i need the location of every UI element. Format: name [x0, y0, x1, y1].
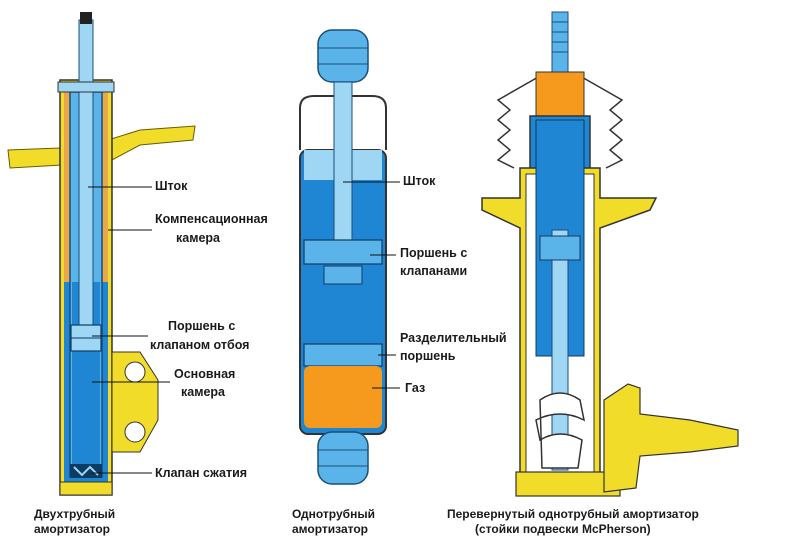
mono-piston-label-1: Поршень с: [400, 246, 468, 260]
top-mount: [535, 71, 585, 117]
bottom-bushing: [317, 431, 369, 485]
spring-seat: [7, 147, 63, 169]
twin-rebound-piston-label-2: клапаном отбоя: [150, 338, 250, 352]
mono-rod-label: Шток: [403, 174, 436, 188]
twin-comp-chamber-label-2: камера: [176, 231, 220, 245]
mounting-bracket: [111, 351, 159, 453]
inverted-caption-1: Перевернутый однотрубный амортизатор: [447, 507, 699, 521]
gas-chamber: [304, 366, 382, 428]
bump-stop: [535, 392, 586, 469]
twin-main-chamber-label-2: камера: [181, 385, 225, 399]
mono-piston: [303, 239, 383, 265]
mono-gas-label: Газ: [405, 381, 426, 395]
inverted-caption-2: (стойки подвески McPherson): [475, 522, 651, 536]
twin-caption-2: амортизатор: [34, 522, 111, 536]
thread-stud: [551, 11, 569, 75]
mono-separator-label-2: поршень: [400, 349, 456, 363]
twin-comp-chamber-label-1: Компенсационная: [155, 212, 268, 226]
spring-seat-right: [107, 125, 196, 161]
inverted-shock: [481, 11, 739, 497]
steering-knuckle: [603, 383, 739, 493]
top-bushing: [317, 29, 369, 83]
twin-main-chamber-label-1: Основная: [174, 367, 236, 381]
inverted-piston: [539, 235, 581, 261]
twin-tube-shock: [7, 12, 196, 496]
separator-piston: [303, 343, 383, 367]
piston-rod: [78, 19, 94, 341]
twin-rod-label: Шток: [155, 179, 188, 193]
twin-caption-1: Двухтрубный: [34, 507, 116, 521]
mono-caption-1: Однотрубный: [292, 507, 375, 521]
mono-piston-label-2: клапанами: [400, 264, 468, 278]
twin-rebound-piston-label-1: Поршень с: [168, 319, 236, 333]
mono-caption-2: амортизатор: [292, 522, 369, 536]
mono-tube-shock: [299, 29, 400, 485]
bellows-boot: [496, 75, 624, 169]
mono-piston-rod: [333, 81, 353, 261]
mono-separator-label-1: Разделительный: [400, 331, 507, 345]
twin-comp-valve-label: Клапан сжатия: [155, 466, 248, 480]
